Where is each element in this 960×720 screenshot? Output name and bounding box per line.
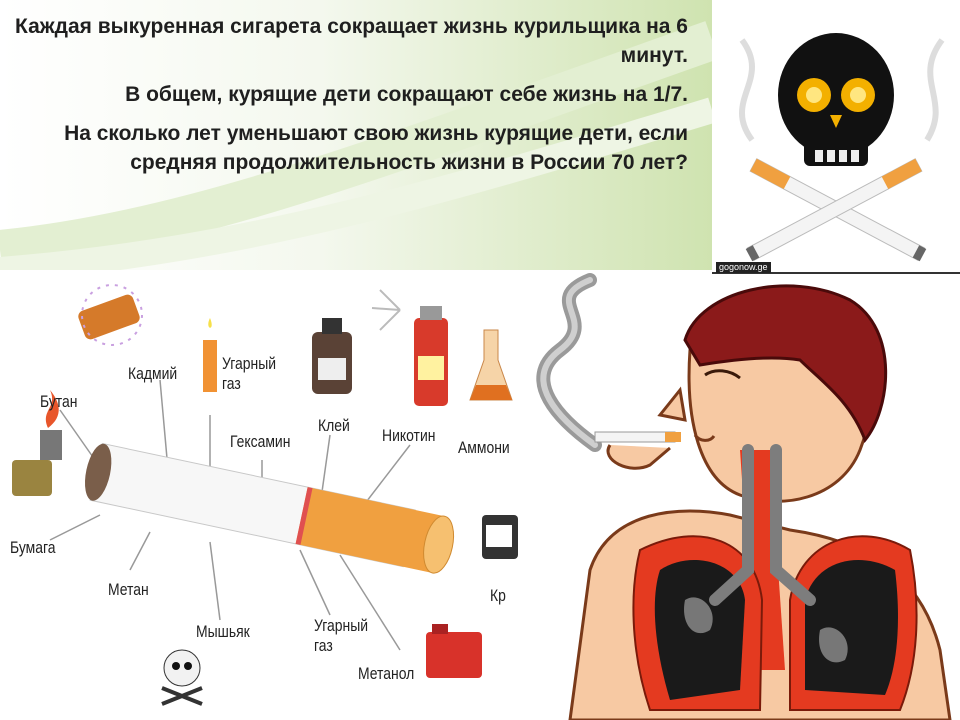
skull-crossbones-icon xyxy=(161,649,203,706)
label-methane: Метан xyxy=(108,580,149,599)
cigarette-chemicals-illustration: Кадмий Угарный газ Клей Никотин Аммони Б… xyxy=(0,270,520,720)
label-cadmium: Кадмий xyxy=(128,364,178,383)
paint-can-icon xyxy=(482,515,518,559)
label-paper: Бумага xyxy=(10,538,56,557)
skull-crossbones-icon xyxy=(739,33,945,262)
lighter-icon xyxy=(12,390,62,496)
spray-can-icon xyxy=(371,289,448,406)
label-butane: Бутан xyxy=(40,392,78,411)
label-hexamine: Гексамин xyxy=(230,432,291,451)
fuel-canister-icon xyxy=(426,624,482,678)
fact-paragraph-2: В общем, курящие дети сокращают себе жиз… xyxy=(125,83,688,106)
battery-icon xyxy=(78,284,143,346)
label-ammonia: Аммони xyxy=(458,438,510,457)
label-nicotine: Никотин xyxy=(382,426,436,445)
fact-paragraph-1: Каждая выкуренная сигарета сокращает жиз… xyxy=(15,15,688,67)
watermark: gogonow.ge xyxy=(716,262,771,273)
question-paragraph: На сколько лет уменьшают свою жизнь куря… xyxy=(64,122,688,174)
label-carbon-monoxide-top-2: газ xyxy=(222,374,241,393)
cigarette-drawing xyxy=(12,284,518,706)
smoker-illustration xyxy=(500,270,960,720)
label-carbon-monoxide-bottom-2: газ xyxy=(314,636,333,655)
label-glue: Клей xyxy=(318,416,350,435)
panel-divider xyxy=(712,272,960,274)
label-carbon-monoxide-top-1: Угарный xyxy=(222,354,277,373)
candle-icon xyxy=(203,318,217,392)
glue-bottle-icon xyxy=(312,318,352,394)
label-paint: Кр xyxy=(490,586,506,605)
skull-illustration xyxy=(712,0,960,276)
label-methanol: Метанол xyxy=(358,664,415,683)
label-arsenic: Мышьяк xyxy=(196,622,250,641)
header-band: Каждая выкуренная сигарета сокращает жиз… xyxy=(0,0,712,270)
decorative-swirl xyxy=(0,21,712,270)
label-carbon-monoxide-bottom-1: Угарный xyxy=(314,616,369,635)
smoker-drawing xyxy=(536,273,952,720)
slide-text: Каждая выкуренная сигарета сокращает жиз… xyxy=(8,12,688,187)
flask-icon xyxy=(469,329,513,401)
